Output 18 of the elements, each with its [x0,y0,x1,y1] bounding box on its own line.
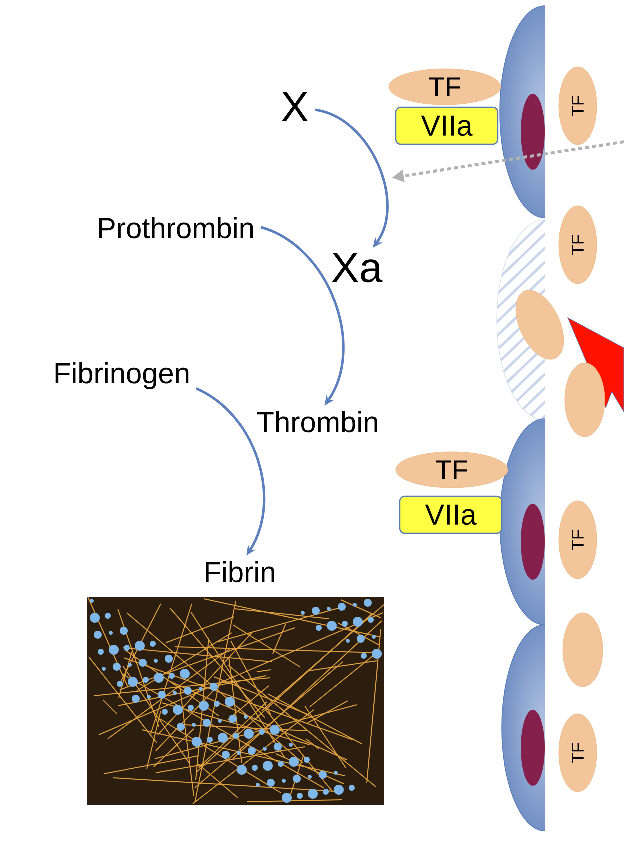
factor-label: X [282,92,308,122]
protein-label: Fibrin [206,561,274,583]
protein-label: Thrombin [257,411,378,433]
tissue-factor [562,612,604,688]
protein-label: Prothrombin [99,217,254,239]
tissue-factor: TF [396,452,508,488]
factor-box: VIIa [399,496,503,534]
tissue-factor: TF [558,714,598,792]
protein-label: Fibrinogen [56,362,189,390]
factor-label: Xa [332,253,383,283]
factor-box: VIIa [395,106,499,146]
fibrin-micrograph-drawing [88,596,384,805]
tissue-factor [564,362,606,438]
tissue-factor: TF [558,206,598,284]
tissue-factor: TF [558,500,598,580]
tissue-factor: TF [558,66,598,146]
tissue-factor [516,290,564,360]
tissue-factor: TF [388,68,502,106]
